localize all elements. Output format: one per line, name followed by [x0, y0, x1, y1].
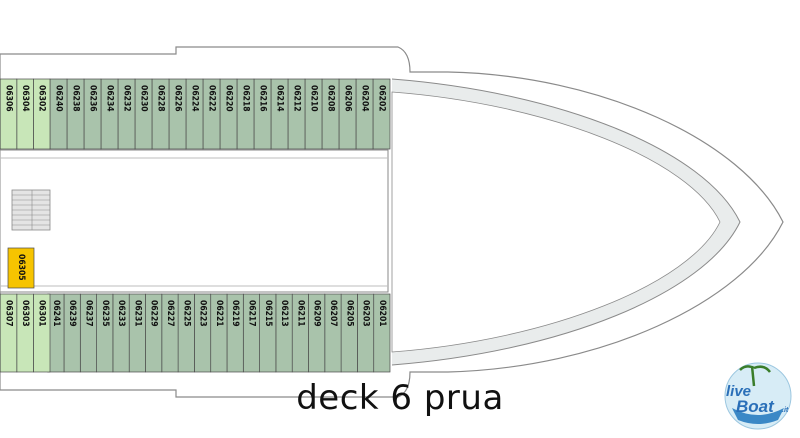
inner-deck — [391, 91, 721, 353]
cabin-number: 06233 — [116, 300, 126, 327]
cabin-number: 06213 — [279, 300, 289, 327]
logo-text-suffix: .it — [782, 407, 789, 414]
cabin-number: 06231 — [132, 300, 142, 327]
cabin-number: 06212 — [292, 85, 302, 112]
cabin-number: 06204 — [360, 85, 370, 112]
cabin-number: 06205 — [344, 300, 354, 327]
cabin-number: 06227 — [165, 300, 175, 327]
cabin-number: 06207 — [328, 300, 338, 327]
cabin-row-bottom-left: 06301 06303 06307 — [0, 293, 51, 373]
cabin-number: 06241 — [51, 300, 61, 327]
cabin-number: 06226 — [173, 85, 183, 112]
logo-text-boat: Boat — [736, 397, 775, 416]
cabin-number: 06217 — [246, 300, 256, 327]
logo-text-live: live — [726, 383, 751, 400]
cabin-number: 06307 — [4, 300, 14, 327]
cabin-box — [7, 247, 35, 289]
cabin-number: 06229 — [149, 300, 159, 327]
cabin-number: 06237 — [83, 300, 93, 327]
liveboat-logo: live Boat .it — [724, 362, 792, 430]
cabin-number: 06202 — [377, 85, 387, 112]
cabin-row-bottom: 06201 06203 06205 06207 06209 06211 06213 06215… — [47, 293, 391, 373]
cabin-number: 06303 — [20, 300, 30, 327]
cabin-number: 06306 — [4, 85, 14, 112]
cabin-number: 06302 — [37, 85, 47, 112]
cabin-number: 06224 — [190, 85, 200, 112]
cabin-number: 06206 — [343, 85, 353, 112]
cabin-number: 06240 — [54, 85, 64, 112]
cabin-number: 06305 — [16, 254, 26, 281]
cabin-number: 06210 — [309, 85, 319, 112]
stairs — [11, 189, 51, 231]
cabin-number: 06218 — [241, 85, 251, 112]
cabin-number: 06236 — [88, 85, 98, 112]
cabin-number: 06228 — [156, 85, 166, 112]
cabin-row-top: 06202 06204 06206 06208 06210 06212 06214 06216… — [49, 78, 391, 150]
cabin-number: 06238 — [71, 85, 81, 112]
cabin-number: 06220 — [224, 85, 234, 112]
cabin-number: 06203 — [361, 300, 371, 327]
cabin-number: 06216 — [258, 85, 268, 112]
corridor — [0, 149, 389, 293]
cabin-row-top-left: 06302 06304 06306 — [0, 78, 51, 150]
cabin-number: 06201 — [377, 300, 387, 327]
cabin-number: 06235 — [100, 300, 110, 327]
cabin-number: 06219 — [230, 300, 240, 327]
cabin-number: 06230 — [139, 85, 149, 112]
cabin-number: 06223 — [198, 300, 208, 327]
cabin-number: 06301 — [37, 300, 47, 327]
cabin-number: 06232 — [122, 85, 132, 112]
cabin-number: 06208 — [326, 85, 336, 112]
deck-caption: deck 6 prua — [296, 378, 504, 418]
cabin-number: 06209 — [312, 300, 322, 327]
cabin-number: 06222 — [207, 85, 217, 112]
cabin-number: 06225 — [181, 300, 191, 327]
cabin-number: 06211 — [295, 300, 305, 327]
cabin-number: 06221 — [214, 300, 224, 327]
cabin-number: 06214 — [275, 85, 285, 112]
cabin-row-middle: 06305 — [7, 247, 35, 289]
cabin-number: 06234 — [105, 85, 115, 112]
cabin-box — [0, 78, 18, 150]
cabin-box — [0, 293, 18, 373]
cabin-number: 06215 — [263, 300, 273, 327]
cabin-number: 06239 — [67, 300, 77, 327]
cabin-number: 06304 — [20, 85, 30, 112]
